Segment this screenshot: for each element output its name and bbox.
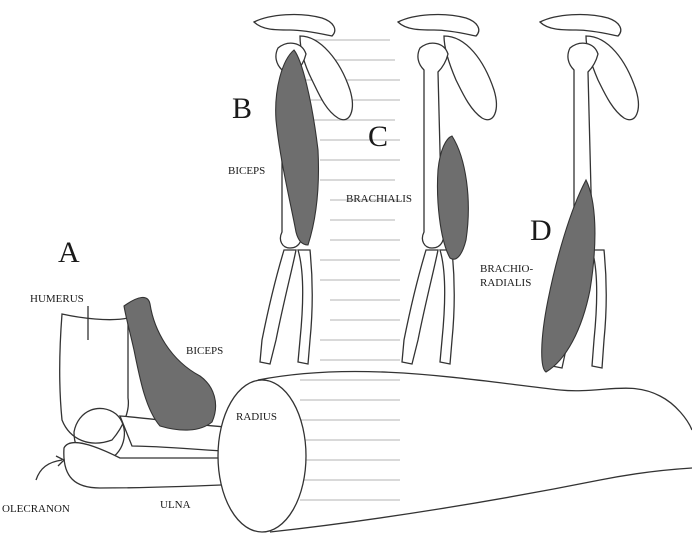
panel-c-scapula xyxy=(398,15,496,120)
panel-b-letter: B xyxy=(232,92,252,125)
panel-d-label-line1: BRACHIO- xyxy=(480,263,534,275)
panel-a-forearm-cross-section xyxy=(218,380,306,532)
panel-d-letter: D xyxy=(530,214,552,247)
panel-a-radius-label: RADIUS xyxy=(236,411,277,423)
panel-a-biceps-label: BICEPS xyxy=(186,345,223,357)
panel-a-olecranon-label: OLECRANON xyxy=(2,503,70,515)
panel-a-biceps-muscle xyxy=(124,297,216,430)
panel-a-ulna-label: ULNA xyxy=(160,499,191,511)
panel-d-arm: D BRACHIO- RADIALIS xyxy=(480,15,638,372)
panel-a-letter: A xyxy=(58,236,80,269)
panel-c-forearm xyxy=(402,250,454,364)
panel-b-biceps-label: BICEPS xyxy=(228,165,265,177)
panel-c-brachialis-label: BRACHIALIS xyxy=(346,193,412,205)
panel-d-brachioradialis-muscle xyxy=(542,180,595,372)
panel-a-olecranon-arrow xyxy=(36,456,64,480)
panel-a-humerus-label: HUMERUS xyxy=(30,293,84,305)
panel-c-letter: C xyxy=(368,120,388,153)
panel-a-forearm-outline xyxy=(258,371,692,532)
panel-b-forearm xyxy=(260,250,312,364)
panel-b-arm: B BICEPS xyxy=(228,15,352,364)
panel-d-label-line2: RADIALIS xyxy=(480,277,531,289)
panel-a-humerus xyxy=(60,314,129,443)
panel-c-arm: C BRACHIALIS xyxy=(346,15,496,364)
